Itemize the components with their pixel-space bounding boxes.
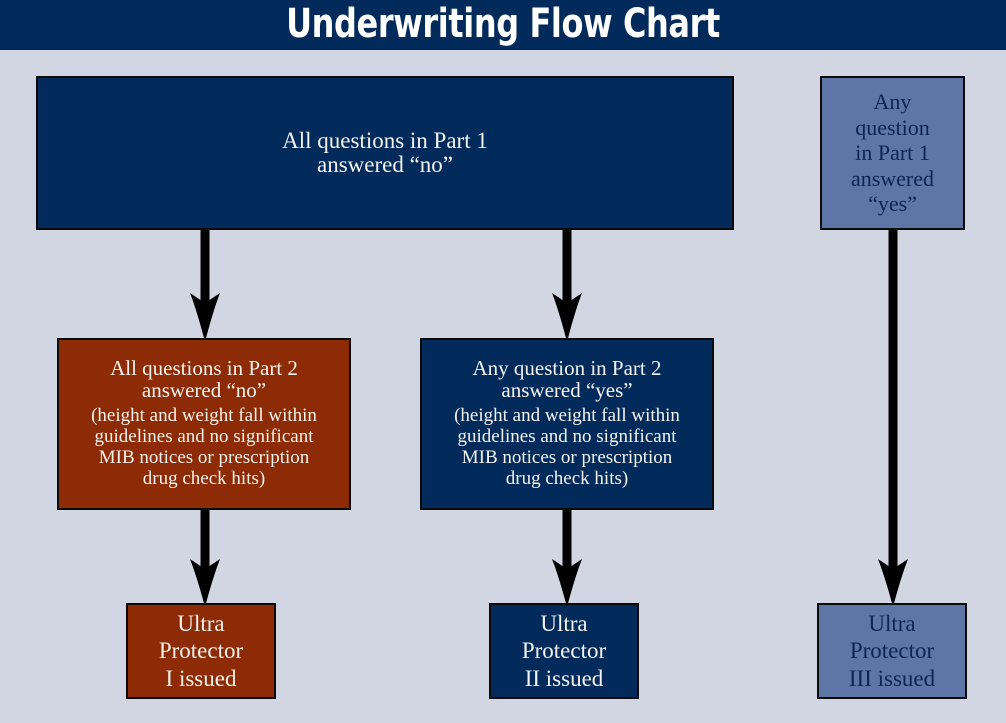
node-result1-line3: I issued <box>165 665 237 691</box>
node-part2yes-sub3: MIB notices or prescription <box>461 446 673 468</box>
node-part2no-sub4: drug check hits) <box>142 467 266 489</box>
node-ultra-protector-iii[interactable]: Ultra Protector III issued <box>817 603 967 699</box>
node-part1yes-line4: answered <box>850 165 935 191</box>
node-part1no-line2: answered “no” <box>316 152 453 177</box>
node-part2no-line1: All questions in Part 2 <box>110 356 298 381</box>
node-ultra-protector-i[interactable]: Ultra Protector I issued <box>126 603 276 699</box>
node-part1yes-line3: in Part 1 <box>855 140 930 166</box>
node-part2no-subtext: (height and weight fall within guideline… <box>91 405 317 490</box>
node-part1yes-line1: Any <box>873 89 912 115</box>
node-part1yes-line2: question <box>855 114 930 140</box>
node-result3-line3: III issued <box>848 665 936 691</box>
node-all-questions-part2-no[interactable]: All questions in Part 2 answered “no” (h… <box>57 338 351 510</box>
node-part2yes-sub4: drug check hits) <box>505 467 629 489</box>
arrow-part2no-to-result1 <box>186 506 224 607</box>
node-part1no-line1: All questions in Part 1 <box>282 128 488 154</box>
node-part1yes-line5: “yes” <box>868 191 917 217</box>
node-result2-line2: Protector <box>521 638 607 664</box>
node-any-question-part1-yes[interactable]: Any question in Part 1 answered “yes” <box>820 76 965 230</box>
arrow-part1yes-to-result3 <box>874 226 912 607</box>
page-title: Underwriting Flow Chart <box>286 1 720 47</box>
node-any-question-part2-yes[interactable]: Any question in Part 2 answered “yes” (h… <box>420 338 714 510</box>
arrow-part2yes-to-result2 <box>548 506 586 607</box>
header-bar: Underwriting Flow Chart <box>0 0 1006 50</box>
node-result3-line1: Ultra <box>868 610 916 636</box>
node-part2yes-subtext: (height and weight fall within guideline… <box>454 405 680 490</box>
node-part2no-sub2: guidelines and no significant <box>94 425 314 447</box>
node-part2yes-sub1: (height and weight fall within <box>454 405 680 427</box>
node-part2yes-line2: answered “yes” <box>501 378 633 403</box>
node-result2-line3: II issued <box>524 665 604 691</box>
node-result2-line1: Ultra <box>540 610 588 636</box>
arrow-part1no-to-part2no <box>186 226 224 342</box>
node-result1-line1: Ultra <box>177 610 225 636</box>
node-result3-line2: Protector <box>849 638 935 664</box>
flow-chart-canvas: All questions in Part 1 answered “no” An… <box>0 50 1006 723</box>
node-all-questions-part1-no[interactable]: All questions in Part 1 answered “no” <box>36 76 734 230</box>
node-part2yes-line1: Any question in Part 2 <box>472 356 662 381</box>
node-part2no-line2: answered “no” <box>141 378 267 403</box>
node-result1-line2: Protector <box>158 638 244 664</box>
arrow-part1no-to-part2yes <box>548 226 586 342</box>
node-part2no-sub1: (height and weight fall within <box>91 405 317 427</box>
node-ultra-protector-ii[interactable]: Ultra Protector II issued <box>489 603 639 699</box>
node-part2yes-sub2: guidelines and no significant <box>457 425 677 447</box>
node-part2no-sub3: MIB notices or prescription <box>98 446 310 468</box>
